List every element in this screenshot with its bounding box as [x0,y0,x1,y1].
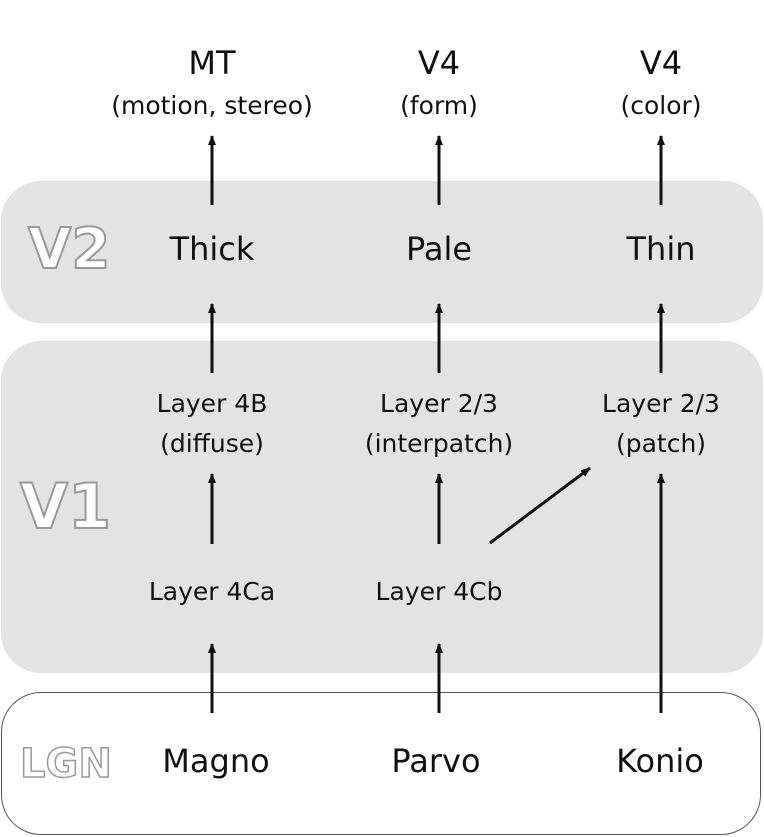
lgn-parvo-label: Parvo [391,742,481,780]
v1-panel [1,341,763,673]
v4-form-title: V4 [417,44,461,82]
v4-color-title: V4 [639,44,683,82]
lgn-konio-label: Konio [616,742,704,780]
arrow-4cb-to-patch [489,466,591,545]
v1-layer23-interpatch-title: Layer 2/3 [380,389,498,418]
v4-color-subtitle: (color) [620,91,702,120]
v2-panel [1,181,763,323]
v2-pale-label: Pale [405,230,473,268]
v1-region-label: V1 [19,470,112,543]
v1-layer23-patch-subtitle: (patch) [615,429,707,458]
v1-layer4ca-label: Layer 4Ca [148,577,276,606]
lgn-panel [1,692,761,835]
v1-layer23-interpatch-subtitle: (interpatch) [364,429,514,458]
v1-layer23-patch-title: Layer 2/3 [602,389,720,418]
v1-layer4b-title: Layer 4B [156,389,268,418]
v2-thin-label: Thin [626,230,696,268]
v1-layer4cb-label: Layer 4Cb [375,577,503,606]
v1-layer4b-subtitle: (diffuse) [160,429,264,458]
mt-subtitle: (motion, stereo) [111,91,313,120]
lgn-magno-label: Magno [162,742,270,780]
lgn-region-label: LGN [19,740,112,788]
v4-form-subtitle: (form) [400,91,478,120]
v2-region-label: V2 [27,217,111,283]
mt-title: MT [188,44,236,82]
v2-thick-label: Thick [169,230,255,268]
